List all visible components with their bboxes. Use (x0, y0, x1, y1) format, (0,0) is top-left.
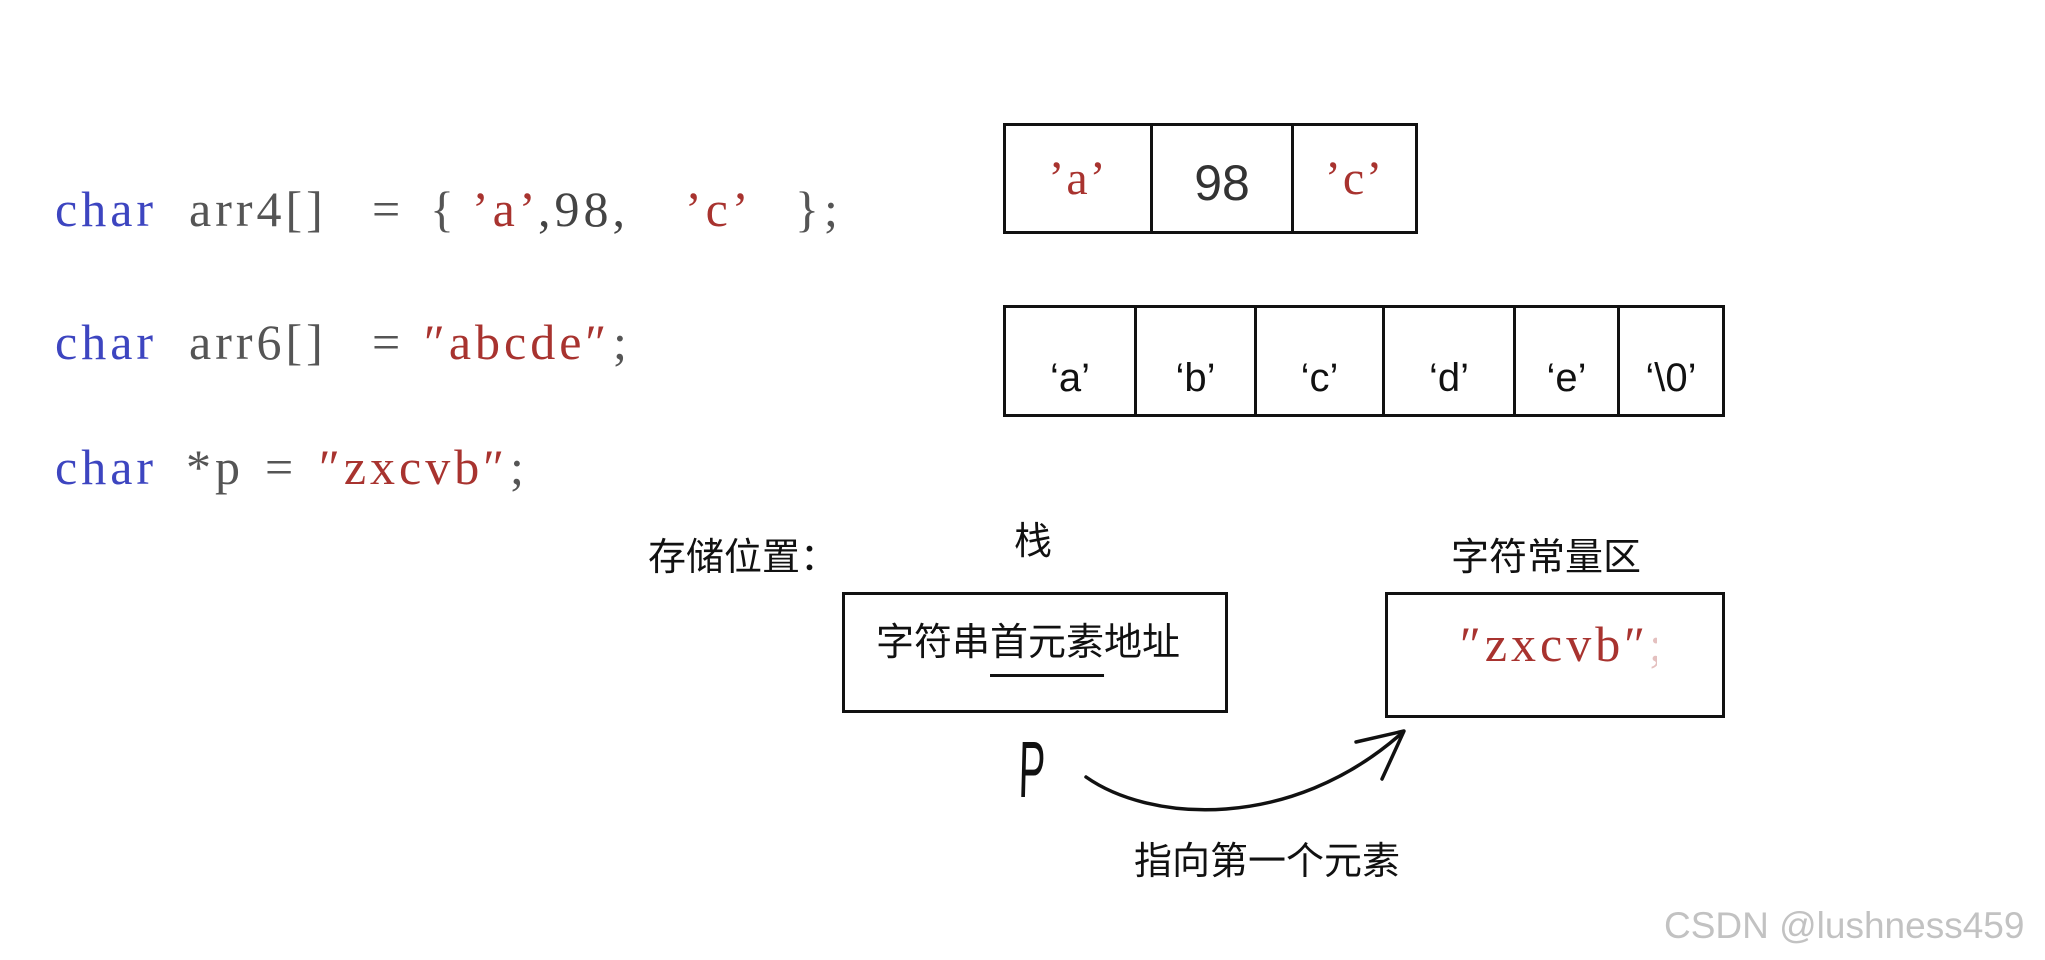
code-keyword: char (55, 439, 158, 495)
const-area-box: ″zxcvb″; (1385, 592, 1725, 718)
stack-box: 字符串首元素地址 (842, 592, 1228, 713)
arr6-cell: ‘d’ (1382, 308, 1513, 414)
pointer-label-p: P (1018, 726, 1047, 815)
arr6-cell-terminator: ‘\0’ (1617, 308, 1722, 414)
stack-box-text-before: 字符串 (876, 620, 991, 664)
code-identifier: arr4[] (189, 181, 327, 237)
code-identifier: arr6[] (189, 314, 327, 370)
code-operator: = (265, 439, 298, 495)
code-number-literal: ,98, (538, 181, 629, 237)
code-operator: = (372, 314, 405, 370)
code-line-arr4: char arr4[] = { ’a’ ,98, ’c’ } ; (0, 184, 900, 234)
arr4-cell: 98 (1150, 126, 1291, 231)
code-brace-close: } (795, 181, 823, 237)
arr4-cell: ’c’ (1291, 126, 1415, 231)
code-keyword: char (55, 314, 158, 370)
pointer-arrow-curve (1084, 731, 1404, 812)
arr6-cell: ‘c’ (1254, 308, 1382, 414)
arr6-cell: ‘a’ (1049, 356, 1091, 400)
code-brace-open: { (430, 181, 458, 237)
arr6-cell: ‘e’ (1513, 308, 1617, 414)
code-string-literal: ″abcde″ (424, 314, 611, 370)
code-keyword: char (55, 181, 158, 237)
const-trailing-semicolon: ; (1649, 619, 1657, 669)
arr6-memory-box: ‘a’ ‘b’ ‘c’ ‘d’ ‘e’ ‘\0’ (1003, 305, 1725, 417)
arr4-memory-box: ’a’ 98 ’c’ (1003, 123, 1418, 234)
code-string-literal: ″zxcvb″ (319, 439, 509, 495)
arr6-cell: ‘b’ (1134, 308, 1254, 414)
code-operator: = (372, 181, 405, 237)
const-string-literal: ″zxcvb″ (1460, 616, 1650, 672)
watermark: CSDN @lushness459 (1664, 905, 2025, 946)
code-semicolon: ; (510, 439, 528, 495)
pointer-handwritten-group: P (1018, 726, 1047, 815)
stack-box-text-underlined: 首元素 (990, 620, 1105, 664)
stack-box-text-after: 地址 (1104, 620, 1181, 664)
code-char-literal: ’a’ (472, 181, 540, 237)
stack-label: 栈 (1014, 519, 1053, 563)
code-semicolon: ; (824, 181, 842, 237)
code-semicolon: ; (613, 314, 631, 370)
storage-location-label: 存储位置： (648, 535, 839, 579)
arr4-cell: ’a’ (1048, 151, 1108, 205)
code-char-literal: ’c’ (685, 181, 753, 237)
arrow-head-icon (1354, 729, 1406, 781)
const-area-label: 字符常量区 (1451, 535, 1642, 579)
code-identifier: *p (186, 439, 244, 495)
code-line-arr6: char arr6[] = ″abcde″ ; (0, 317, 900, 367)
code-line-pointer: char *p = ″zxcvb″ ; (0, 442, 900, 492)
arrow-label: 指向第一个元素 (1134, 839, 1401, 883)
